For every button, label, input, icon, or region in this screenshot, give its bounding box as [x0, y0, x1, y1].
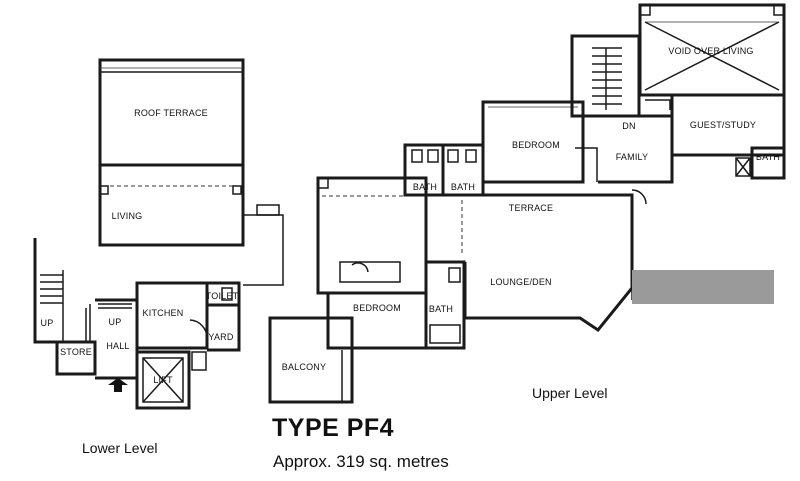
lower-level-caption: Lower Level — [82, 440, 158, 456]
guest-study-room — [670, 93, 786, 180]
lower-bedroom-room — [316, 176, 466, 350]
balcony-room — [268, 316, 354, 404]
label-terrace: TERRACE — [509, 203, 553, 213]
label-hall: HALL — [106, 341, 129, 351]
label-yard: YARD — [208, 332, 233, 342]
label-bath-upper-1: BATH — [413, 182, 437, 192]
shaded-strip — [632, 270, 774, 304]
label-bath-guest: BATH — [756, 152, 780, 162]
label-store: STORE — [60, 347, 92, 357]
label-kitchen: KITCHEN — [143, 308, 184, 318]
plan-type-title: TYPE PF4 — [272, 414, 395, 442]
label-balcony: BALCONY — [282, 362, 326, 372]
label-bath-lower: BATH — [429, 304, 453, 314]
label-up-hall: UP — [109, 317, 122, 327]
kitchen-block — [135, 281, 241, 410]
lower-entry-area — [33, 238, 139, 392]
label-void: VOID OVER LIVING — [668, 46, 753, 56]
label-roof-terrace: ROOF TERRACE — [134, 108, 208, 118]
label-bedroom-upper: BEDROOM — [512, 140, 560, 150]
label-family: FAMILY — [616, 152, 649, 162]
label-toilet: TOILET — [206, 291, 239, 301]
label-lift: LIFT — [153, 375, 173, 385]
plan-area-text: Approx. 319 sq. metres — [273, 452, 449, 471]
living-room — [98, 163, 284, 286]
label-dn: DN — [622, 121, 635, 131]
void-room — [638, 3, 786, 97]
label-guest-study: GUEST/STUDY — [690, 120, 756, 130]
label-bath-upper-2: BATH — [451, 182, 475, 192]
upper-living-area — [440, 100, 647, 333]
label-living: LIVING — [112, 211, 143, 221]
label-bedroom-lower: BEDROOM — [353, 303, 401, 313]
upper-level-caption: Upper Level — [532, 385, 608, 401]
label-up-stair: UP — [41, 318, 54, 328]
label-lounge: LOUNGE/DEN — [490, 277, 552, 287]
